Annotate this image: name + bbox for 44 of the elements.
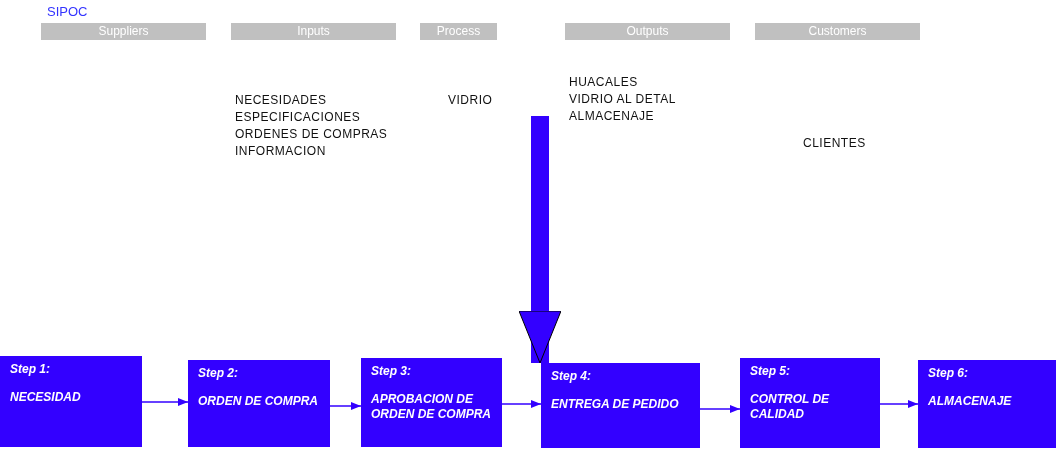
sipoc-item: NECESIDADES xyxy=(235,93,327,107)
column-header: Process xyxy=(435,23,482,40)
sipoc-item: INFORMACION xyxy=(235,144,326,158)
process-step-box xyxy=(361,358,502,447)
arrow xyxy=(329,402,362,410)
step-name: APROBACION DE ORDEN DE COMPRA xyxy=(371,392,492,422)
sipoc-item: CLIENTES xyxy=(803,136,866,150)
column-header-bar xyxy=(231,23,396,40)
arrow xyxy=(879,400,919,408)
step-number: Step 1: xyxy=(10,362,51,376)
step-name: ALMACENAJE xyxy=(928,394,1013,409)
process-step-box xyxy=(541,363,700,448)
process-step-box xyxy=(188,360,330,447)
column-header-bar xyxy=(565,23,730,40)
step-number: Step 3: xyxy=(371,364,412,378)
column-header-bar xyxy=(41,23,206,40)
step-name: ORDEN DE COMPRA xyxy=(198,394,319,409)
step-name: ENTREGA DE PEDIDO xyxy=(551,397,680,412)
sipoc-item: ALMACENAJE xyxy=(569,109,655,123)
sipoc-item: ORDENES DE COMPRAS xyxy=(235,127,388,141)
sipoc-item: VIDRIO AL DETAL xyxy=(569,92,676,106)
column-header: Suppliers xyxy=(97,23,150,40)
process-step-box xyxy=(0,356,142,447)
column-header-bar xyxy=(755,23,920,40)
column-header: Customers xyxy=(807,23,868,40)
arrow xyxy=(141,398,189,406)
step-number: Step 6: xyxy=(928,366,969,380)
step-name: NECESIDAD xyxy=(10,390,82,405)
step-number: Step 5: xyxy=(750,364,791,378)
step-number: Step 2: xyxy=(198,366,239,380)
arrow xyxy=(501,400,542,408)
title: SIPOC xyxy=(47,4,88,19)
process-step-box xyxy=(918,360,1056,448)
sipoc-item: VIDRIO xyxy=(448,93,493,107)
step-number: Step 4: xyxy=(551,369,592,383)
sipoc-item: HUACALES xyxy=(569,75,638,89)
block-arrow xyxy=(518,116,562,364)
process-step-box xyxy=(740,358,880,448)
column-header-bar xyxy=(420,23,497,40)
sipoc-item: ESPECIFICACIONES xyxy=(235,110,361,124)
column-header: Outputs xyxy=(625,23,670,40)
arrow xyxy=(699,405,741,413)
column-header: Inputs xyxy=(296,23,331,40)
step-name: CONTROL DE CALIDAD xyxy=(750,392,831,422)
